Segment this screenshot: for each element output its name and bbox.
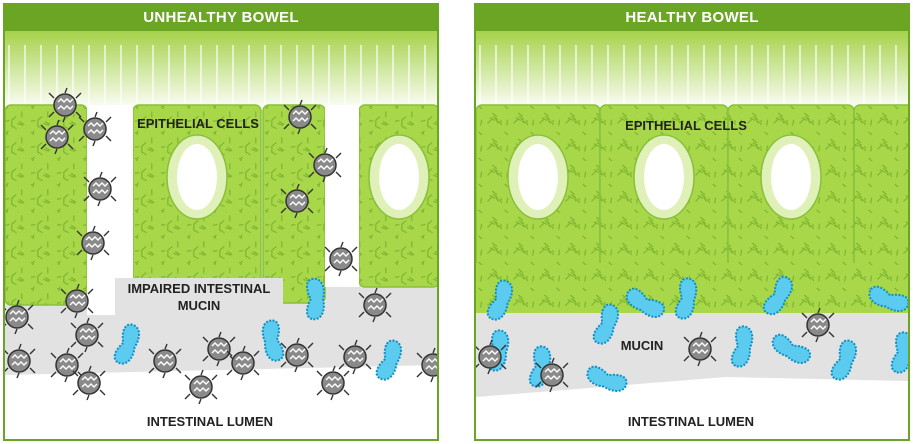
pathogen <box>535 357 569 393</box>
pathogen <box>280 337 314 373</box>
pathogen <box>283 99 317 135</box>
beneficial-bacterium <box>113 323 140 365</box>
beneficial-bacterium <box>592 303 619 345</box>
pathogen <box>226 345 260 381</box>
impaired-mucin-label: IMPAIRED INTESTINAL MUCIN <box>115 278 283 316</box>
beneficial-bacterium <box>730 325 754 368</box>
healthy-bowel-illustration <box>476 31 908 397</box>
beneficial-bacterium <box>771 333 812 364</box>
nucleus <box>379 144 419 210</box>
pathogen <box>70 317 104 353</box>
unhealthy-bowel-panel: UNHEALTHY BOWEL EPITHELIAL CELLS IMPAIRE… <box>3 3 439 441</box>
pathogen <box>78 111 112 147</box>
beneficial-bacterium <box>486 279 513 321</box>
pathogen <box>338 339 372 375</box>
intestinal-lumen-label: INTESTINAL LUMEN <box>146 414 274 429</box>
beneficial-bacterium <box>625 287 666 318</box>
brush-border <box>476 31 908 111</box>
pathogen <box>40 119 74 155</box>
pathogen <box>358 287 392 323</box>
panel-title: HEALTHY BOWEL <box>476 5 908 31</box>
pathogen <box>50 347 84 383</box>
pathogen <box>148 343 182 379</box>
pathogen <box>5 343 36 379</box>
pathogen <box>83 171 117 207</box>
beneficial-bacterium <box>868 285 908 312</box>
pathogen <box>48 87 82 123</box>
beneficial-bacterium <box>830 339 857 381</box>
pathogen <box>202 331 236 367</box>
pathogen <box>324 241 358 277</box>
panel-title: UNHEALTHY BOWEL <box>5 5 437 31</box>
pathogen <box>801 307 835 343</box>
beneficial-bacterium <box>890 331 908 374</box>
pathogen <box>683 331 717 367</box>
beneficial-bacterium <box>674 277 698 320</box>
pathogen <box>72 365 106 401</box>
beneficial-bacterium <box>375 339 402 381</box>
pathogen <box>76 225 110 261</box>
intestinal-lumen-label: INTESTINAL LUMEN <box>627 414 755 429</box>
nucleus <box>771 144 811 210</box>
beneficial-bacterium <box>586 365 628 392</box>
pathogen <box>308 147 342 183</box>
nucleus <box>518 144 558 210</box>
beneficial-bacterium <box>261 319 285 362</box>
healthy-bowel-panel: HEALTHY BOWEL EPITHELIAL CELLS MUCIN INT… <box>474 3 910 441</box>
pathogen <box>5 299 34 335</box>
epithelial-cells-label: EPITHELIAL CELLS <box>137 116 259 131</box>
nucleus <box>644 144 684 210</box>
pathogen <box>316 365 350 401</box>
epithelial-cells-label: EPITHELIAL CELLS <box>625 118 747 133</box>
pathogen <box>476 339 507 375</box>
beneficial-bacterium <box>306 277 325 321</box>
pathogen <box>416 347 437 383</box>
pathogen <box>280 183 314 219</box>
pathogen <box>184 369 218 405</box>
unhealthy-bowel-illustration <box>5 31 437 405</box>
nucleus <box>177 144 217 210</box>
beneficial-bacterium <box>762 275 793 316</box>
mucin-label: MUCIN <box>620 338 664 353</box>
pathogen <box>60 283 94 319</box>
